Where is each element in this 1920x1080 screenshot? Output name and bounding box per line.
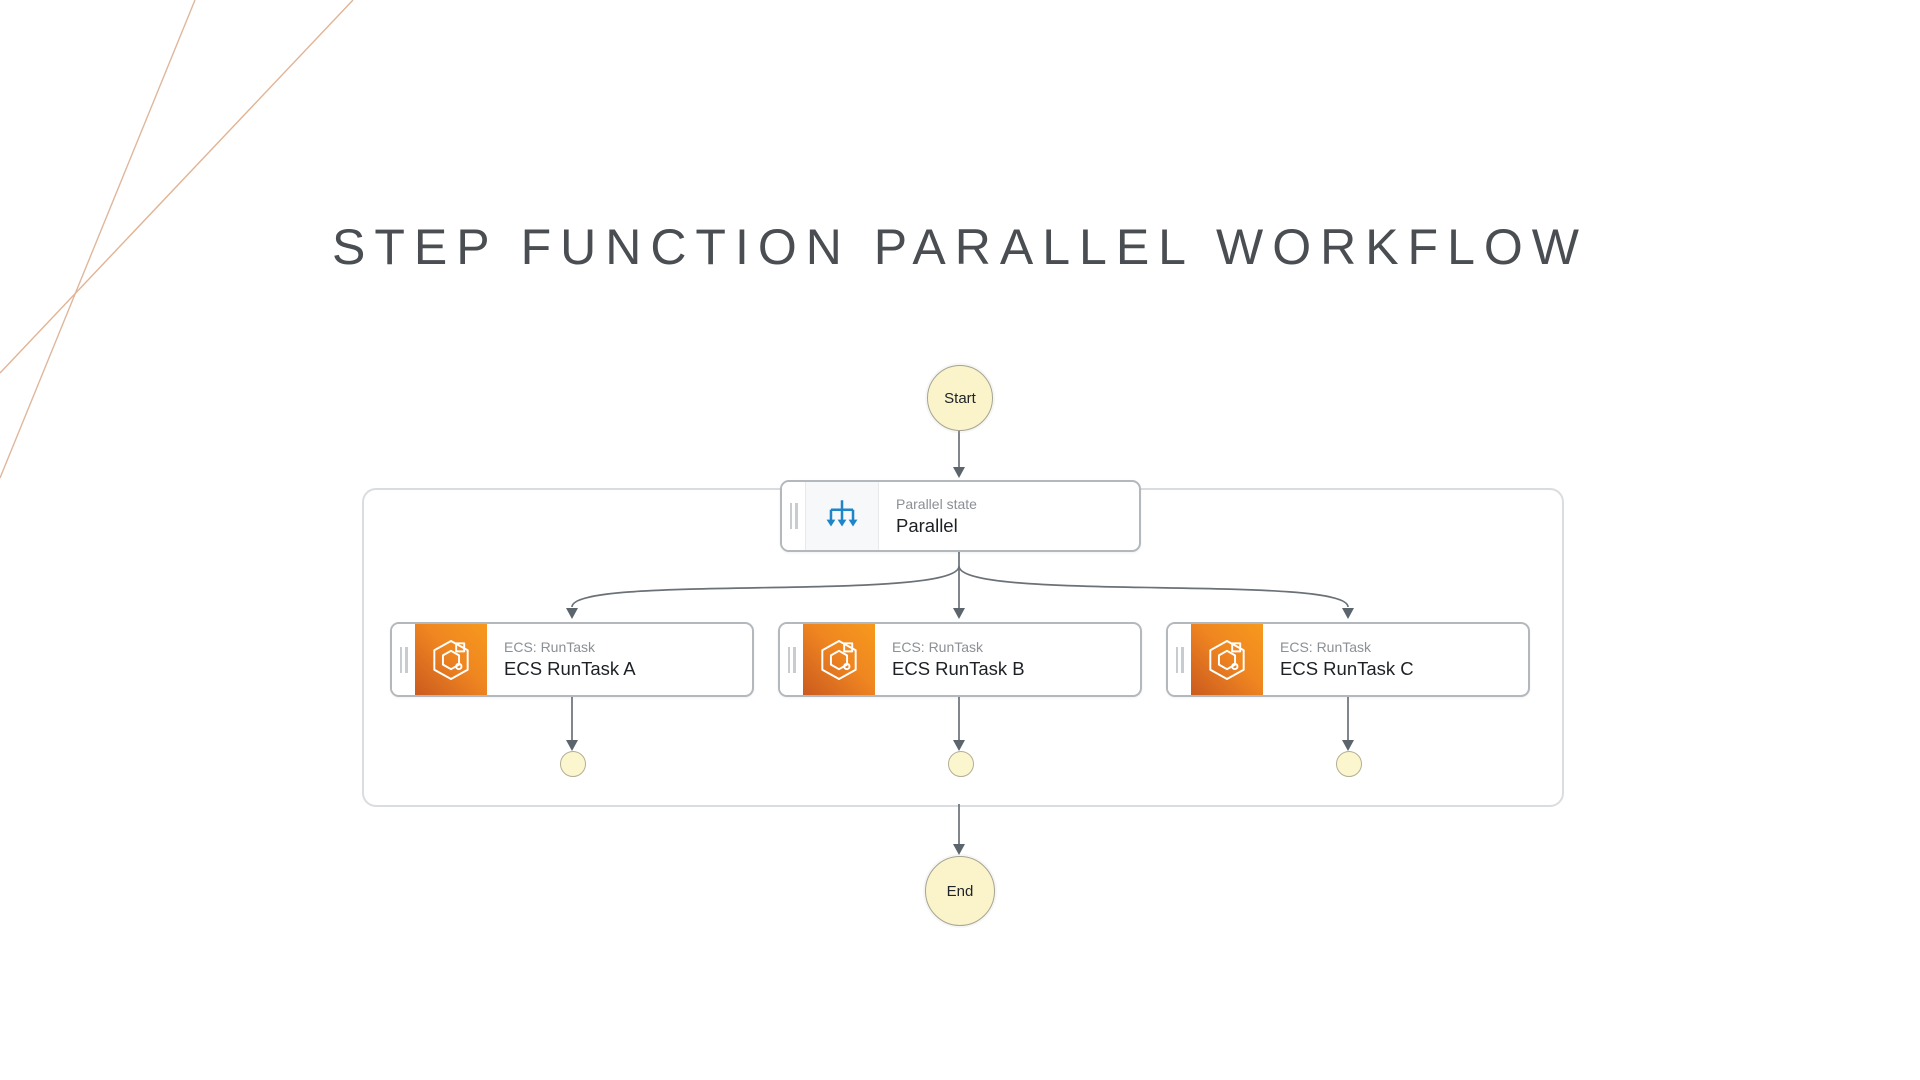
edge-parallel-to-task-c (958, 565, 1349, 608)
arrowhead (953, 467, 965, 478)
edge-parallel-to-task-a (571, 565, 960, 608)
arrowhead (566, 608, 578, 619)
ecs-service-icon (803, 624, 875, 695)
ecs-service-icon (415, 624, 487, 695)
ecs-service-icon (1191, 624, 1263, 695)
parallel-state-node[interactable]: Parallel state Parallel (780, 480, 1141, 552)
drag-handle-icon[interactable] (780, 624, 803, 695)
arrowhead (953, 844, 965, 855)
arrowhead (1342, 740, 1354, 751)
parallel-type-label: Parallel state (896, 495, 977, 512)
decor-line-steep (0, 0, 196, 479)
drag-handle-icon[interactable] (782, 482, 805, 550)
task-node-ecs-runtask-b[interactable]: ECS: RunTask ECS RunTask B (778, 622, 1142, 697)
parallel-branch-icon (805, 482, 879, 550)
arrowhead (566, 740, 578, 751)
start-label: Start (944, 389, 976, 407)
task-type-label: ECS: RunTask (1280, 639, 1372, 655)
end-node: End (925, 856, 995, 926)
arrowhead (953, 740, 965, 751)
task-name-label: ECS RunTask C (1280, 658, 1414, 679)
drag-handle-icon[interactable] (392, 624, 415, 695)
task-node-ecs-runtask-c[interactable]: ECS: RunTask ECS RunTask C (1166, 622, 1530, 697)
task-node-ecs-runtask-a[interactable]: ECS: RunTask ECS RunTask A (390, 622, 754, 697)
parallel-name-label: Parallel (896, 514, 958, 536)
branch-end-circle (948, 751, 974, 777)
end-label: End (946, 882, 974, 900)
task-type-label: ECS: RunTask (892, 639, 984, 655)
arrowhead (953, 608, 965, 619)
decor-line-shallow (0, 0, 354, 374)
start-node: Start (927, 365, 993, 431)
branch-end-circle (560, 751, 586, 777)
task-name-label: ECS RunTask A (504, 658, 636, 679)
page-title: STEP FUNCTION PARALLEL WORKFLOW (331, 219, 1588, 275)
task-type-label: ECS: RunTask (504, 639, 596, 655)
branch-end-circle (1336, 751, 1362, 777)
task-name-label: ECS RunTask B (892, 658, 1025, 679)
drag-handle-icon[interactable] (1168, 624, 1191, 695)
arrowhead (1342, 608, 1354, 619)
